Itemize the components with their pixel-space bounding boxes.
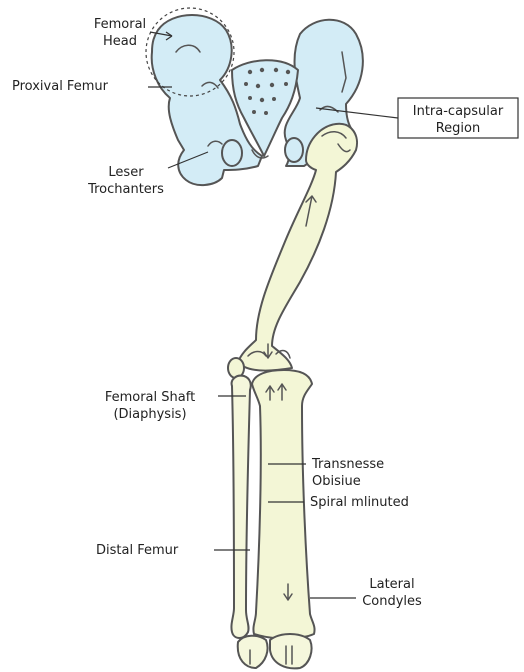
- obturator-left: [222, 140, 242, 166]
- svg-text:(Diaphysis): (Diaphysis): [113, 407, 186, 422]
- svg-text:Femoral Shaft: Femoral Shaft: [105, 390, 195, 405]
- svg-text:Obisiue: Obisiue: [312, 474, 361, 489]
- label-femoral-shaft: Femoral Shaft (Diaphysis): [105, 390, 246, 422]
- svg-text:Condyles: Condyles: [362, 594, 422, 609]
- svg-text:Lateral: Lateral: [369, 577, 414, 592]
- svg-text:Intra-capsular: Intra-capsular: [413, 104, 504, 119]
- svg-text:Region: Region: [436, 121, 481, 136]
- svg-text:Proxival Femur: Proxival Femur: [12, 79, 109, 94]
- svg-text:Head: Head: [103, 34, 137, 49]
- ankle-bones: [238, 636, 268, 668]
- label-proximal-femur: Proxival Femur: [12, 79, 172, 94]
- label-lateral-condyles: Lateral Condyles: [310, 577, 422, 609]
- tibia: [252, 370, 315, 639]
- svg-text:Distal Femur: Distal Femur: [96, 543, 179, 558]
- svg-text:Spiral mlinuted: Spiral mlinuted: [310, 495, 409, 510]
- svg-text:Femoral: Femoral: [94, 17, 146, 32]
- label-distal-femur: Distal Femur: [96, 543, 250, 558]
- svg-text:Leser: Leser: [108, 165, 144, 180]
- lower-leg: [231, 370, 314, 668]
- fibula: [231, 376, 250, 638]
- svg-text:Transnesse: Transnesse: [311, 457, 384, 472]
- svg-text:Trochanters: Trochanters: [87, 182, 164, 197]
- obturator-right: [285, 138, 303, 162]
